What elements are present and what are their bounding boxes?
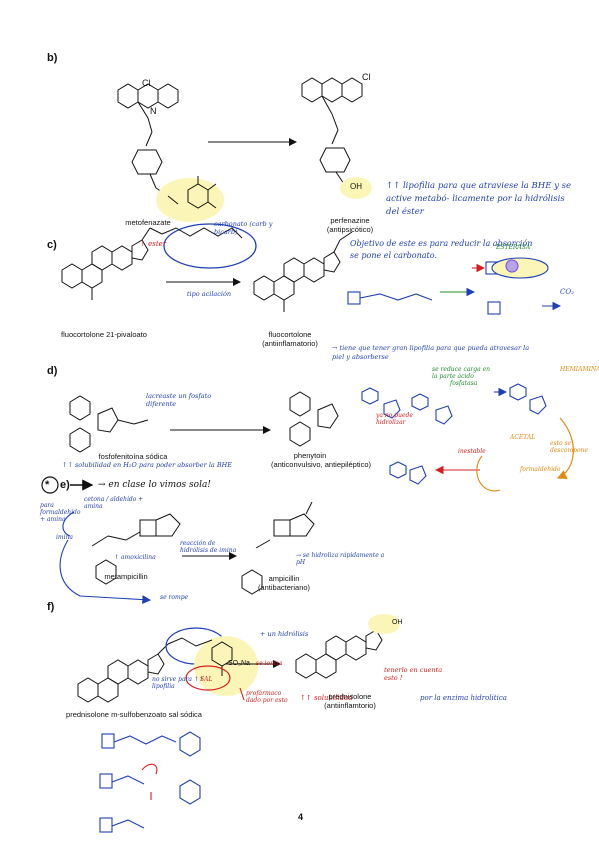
formaldehyde-tag: formaldehído (520, 466, 561, 473)
important-note: tenerlo en cuenta esto ! (384, 666, 443, 682)
metampicillin-structure (91, 513, 181, 585)
unstable-tag: inestable (458, 448, 486, 455)
sulfonate-highlight (194, 636, 258, 696)
perfenazine-structure (301, 77, 363, 185)
n-atom: N (150, 106, 157, 116)
phenytoin-sublabel: (anticonvulsivo, antiepiléptico) (270, 460, 372, 469)
fosfophenytoin-label: fosfofenitoína sódica (98, 452, 168, 461)
ester-note: ↑ ester (140, 240, 167, 248)
carbonate-note: carbonato (carb y bicarb) (214, 220, 273, 236)
decomposes-tag: esto se descompone (550, 440, 589, 454)
phosphatase-tag: fosfatasa (450, 380, 478, 387)
lipophilic-note: no sirve para ↑↑ lipofilia (152, 676, 204, 690)
solubility-note: ↑↑ solubilidad en H₂O para poder absorbe… (62, 461, 233, 469)
section-c-letter: c) (47, 239, 57, 251)
aqueous-note: → se hidroliza rápidamente a pH (296, 552, 385, 566)
charge-note: se reduce carga en la parte ácido (432, 366, 491, 380)
sulfonate-group: SO₃Na (228, 660, 250, 667)
perfenazine-label: perfenazine (330, 216, 370, 225)
solubility-increase-note: ↑↑ solubilidad (300, 694, 353, 702)
lipophilicity-note: ↑↑ lipofilia para que atraviese la BHE y… (386, 181, 572, 217)
esterase-tag: ESTERASA (496, 244, 531, 251)
fluocortolone-pivalate-structure (61, 227, 163, 300)
exam-note: → en clase lo vimos sola! (98, 480, 211, 490)
carbonate-scheme (347, 257, 549, 315)
lipophilic-skin-note: → tiene que tener gran lipofilia para qu… (332, 344, 530, 361)
acetal-tag: ACETAL (510, 434, 536, 441)
amoxicillin-note: ↑ amoxicilina (114, 554, 156, 561)
ester-highlight (156, 178, 224, 222)
hydrolysis-note: + un hidrólisis (260, 630, 309, 638)
fosfophenytoin-structure (69, 395, 149, 453)
perfenazine-sublabel: (antipsicótico) (326, 225, 374, 234)
prednisolone-sublabel: (antiinflamtorio) (324, 701, 376, 710)
ampicillin-label: ampicillin (268, 574, 300, 583)
ampicillin-structure (241, 501, 315, 595)
imine-hydrolysis-note: reacción de hidrólisis de imina (180, 540, 237, 554)
prednisolone-sulfobenzoate-label: prednisolone m-sulfobenzoato sal sódica (66, 710, 202, 719)
aldehyde-amine-note: cetona / aldehído + amina (84, 496, 144, 510)
fluocortolone-label: fluocortolone (268, 330, 312, 339)
fluocortolone-sublabel: (antiinflamatorio) (262, 339, 318, 348)
formaldehyde-amine-note: para formaldehído + amina (40, 502, 81, 523)
prednisolone-label: prednisolone (328, 692, 372, 701)
imine-note: imina (56, 534, 73, 541)
cl-substituent-product: Cl (362, 72, 371, 82)
trimethoxybenzoyl (167, 176, 217, 209)
page-number: 4 (298, 812, 304, 822)
cl-substituent: Cl (142, 78, 151, 88)
co2-tag: CO₂ (560, 288, 574, 296)
ionized-note: se ioniza (256, 660, 283, 667)
enzyme-site-note: por la enzima hidrolitica (420, 694, 507, 702)
oh-group-product: OH (392, 619, 403, 626)
fosfophenytoin-mechanism (361, 383, 547, 485)
sulfobenzoate-mechanism (99, 731, 201, 833)
phosphate-note: lacreaste un fosfato diferente (146, 392, 212, 408)
acylation-note: tipo acilación (186, 290, 232, 298)
ampicillin-sublabel: (antibacteriano) (257, 583, 311, 592)
prodrug-note: profármaco dado por esto (246, 690, 288, 704)
section-e-letter: e) (60, 479, 70, 491)
carbonate-goal-note: Objetivo de este es para reducir la abso… (350, 239, 533, 260)
oh-group: OH (350, 182, 362, 191)
section-d-letter: d) (47, 365, 58, 377)
breaks-note: se rompe (160, 594, 189, 601)
fluocortolone-structure (253, 231, 353, 312)
phenytoin-structure (289, 391, 339, 447)
metampicillin-label: metampicillin (104, 572, 148, 581)
prednisolone-sulfobenzoate-structure (77, 643, 169, 703)
section-b-letter: b) (47, 52, 58, 64)
metofenazate-structure (117, 83, 179, 197)
metofenazate-label: metofenazate (125, 218, 171, 227)
exam-marker: * (45, 479, 50, 491)
exam-mark-circle (41, 476, 59, 494)
hydrolyze-note: ya no puede hidrolizar (376, 412, 413, 426)
carbonate-circle (163, 223, 257, 269)
fluocortolone-pivalate-label: fluocortolone 21-pivaloato (61, 330, 147, 339)
salt-tag: SAL (200, 676, 213, 683)
hemiaminal-tag: HEMIAMINAL (560, 366, 599, 373)
phenytoin-label: phenytoin (293, 451, 327, 460)
section-f-letter: f) (47, 601, 55, 613)
